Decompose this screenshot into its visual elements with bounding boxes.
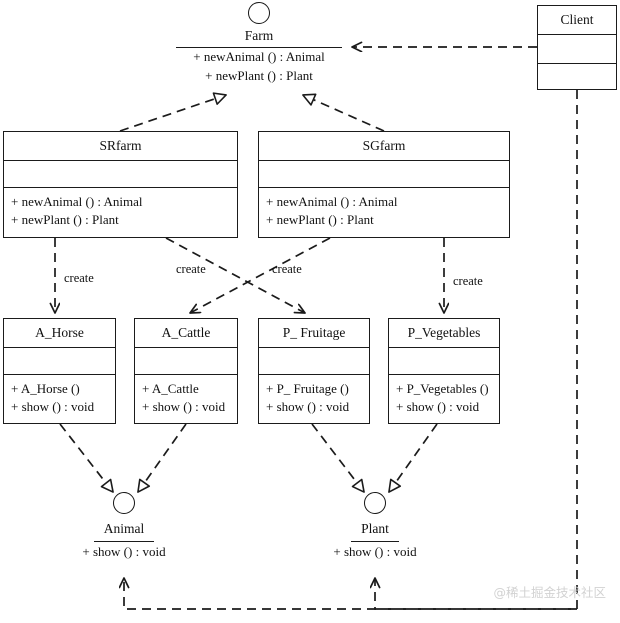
class-p-fruitage[interactable]: P_ Fruitage + P_ Fruitage () + show () :… <box>258 318 370 424</box>
operation-constructor: + P_ Fruitage () <box>266 380 349 396</box>
interface-circle-icon <box>113 492 135 514</box>
class-a-horse-attributes <box>4 348 115 375</box>
interface-plant-name: Plant <box>351 518 399 542</box>
class-p-fruitage-name: P_ Fruitage <box>259 319 369 348</box>
class-sgfarm-attributes <box>259 161 509 188</box>
class-srfarm-operations: + newAnimal () : Animal + newPlant () : … <box>4 188 237 237</box>
edge-sgfarm-creates-a-cattle <box>190 237 331 313</box>
class-srfarm-attributes <box>4 161 237 188</box>
edge-sgfarm-to-farm <box>302 93 385 132</box>
class-p-vegetables-attributes <box>389 348 499 375</box>
operation-show: + show () : void <box>396 399 480 415</box>
class-a-cattle[interactable]: A_Cattle + A_Cattle + show () : void <box>134 318 238 424</box>
class-client-operations <box>538 64 616 103</box>
edge-label-create-2: create <box>176 262 206 276</box>
operation-show: + show () : void <box>266 399 350 415</box>
class-client[interactable]: Client <box>537 5 617 90</box>
interface-animal-name: Animal <box>93 518 155 542</box>
interface-plant-operation: + show () : void <box>333 543 417 559</box>
class-client-name: Client <box>538 6 616 35</box>
class-p-vegetables-name: P_Vegetables <box>389 319 499 348</box>
class-p-fruitage-attributes <box>259 348 369 375</box>
operation-constructor: + P_Vegetables () <box>396 380 489 396</box>
class-farm-divider <box>176 47 342 49</box>
operation-newplant: + newPlant () : Plant <box>11 212 119 228</box>
edge-label-create-4: create <box>453 274 483 288</box>
edge-label-create-1: create <box>64 271 94 285</box>
interface-circle-icon <box>364 492 386 514</box>
operation-constructor: + A_Cattle <box>142 380 199 396</box>
class-sgfarm[interactable]: SGfarm + newAnimal () : Animal + newPlan… <box>258 131 510 238</box>
class-p-fruitage-operations: + P_ Fruitage () + show () : void <box>259 375 369 424</box>
class-a-cattle-name: A_Cattle <box>135 319 237 348</box>
class-farm-operation: + newPlant () : Plant <box>205 68 313 84</box>
class-farm[interactable]: Farm + newAnimal () : Animal + newPlant … <box>176 2 342 86</box>
class-a-horse-name: A_Horse <box>4 319 115 348</box>
class-p-vegetables[interactable]: P_Vegetables + P_Vegetables () + show ()… <box>388 318 500 424</box>
edge-a-cattle-to-animal <box>137 423 187 493</box>
edge-srfarm-to-farm <box>119 92 227 132</box>
class-srfarm-name: SRfarm <box>4 132 237 161</box>
class-a-cattle-operations: + A_Cattle + show () : void <box>135 375 237 424</box>
watermark-text: @稀土掘金技术社区 <box>493 585 606 600</box>
class-client-attributes <box>538 35 616 64</box>
interface-animal[interactable]: Animal + show () : void <box>64 492 184 561</box>
edge-label-create-3: create <box>272 262 302 276</box>
class-a-horse[interactable]: A_Horse + A_Horse () + show () : void <box>3 318 116 424</box>
class-a-cattle-attributes <box>135 348 237 375</box>
class-sgfarm-operations: + newAnimal () : Animal + newPlant () : … <box>259 188 509 237</box>
operation-newanimal: + newAnimal () : Animal <box>266 193 398 209</box>
class-p-vegetables-operations: + P_Vegetables () + show () : void <box>389 375 499 424</box>
class-sgfarm-name: SGfarm <box>259 132 509 161</box>
class-farm-name: Farm <box>244 28 274 43</box>
edge-a-horse-to-animal <box>59 423 114 493</box>
operation-show: + show () : void <box>11 399 95 415</box>
class-srfarm[interactable]: SRfarm + newAnimal () : Animal + newPlan… <box>3 131 238 238</box>
operation-constructor: + A_Horse () <box>11 380 80 396</box>
class-farm-operation: + newAnimal () : Animal <box>193 49 325 65</box>
interface-plant[interactable]: Plant + show () : void <box>315 492 435 561</box>
operation-show: + show () : void <box>142 399 226 415</box>
interface-circle-icon <box>248 2 270 24</box>
edge-p-fruitage-to-plant <box>311 423 365 493</box>
operation-newplant: + newPlant () : Plant <box>266 212 374 228</box>
interface-animal-operation: + show () : void <box>82 543 166 559</box>
operation-newanimal: + newAnimal () : Animal <box>11 193 143 209</box>
edge-p-vegetables-to-plant <box>388 423 438 493</box>
class-a-horse-operations: + A_Horse () + show () : void <box>4 375 115 424</box>
